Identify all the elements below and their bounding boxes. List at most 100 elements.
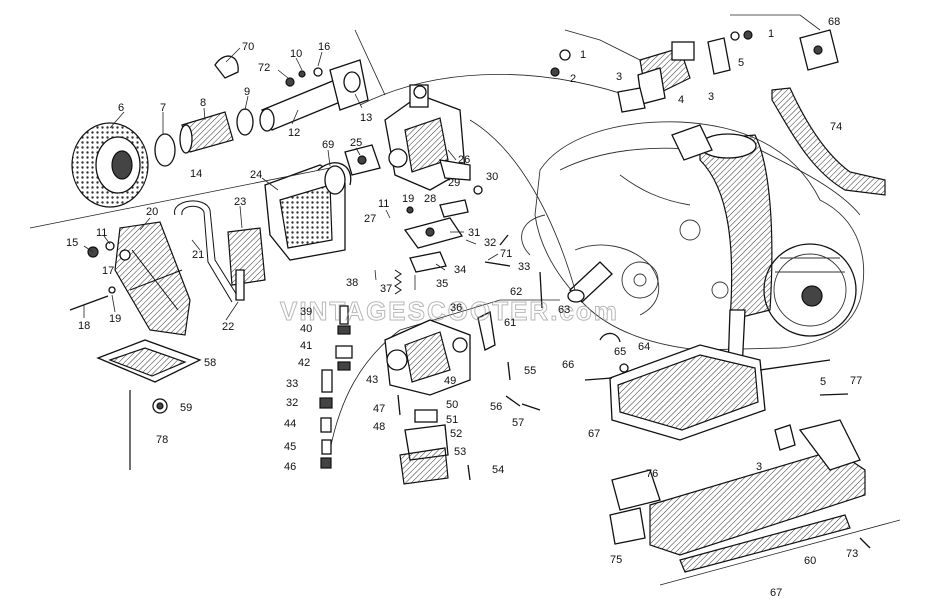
part-label-41: 41 — [300, 340, 312, 352]
part-label-71: 71 — [500, 248, 512, 260]
part-label-6: 6 — [118, 102, 124, 114]
part-label-22: 22 — [222, 321, 234, 333]
part-label-36: 36 — [450, 302, 462, 314]
screw-33-71 — [484, 234, 511, 267]
part-label-32-left: 32 — [286, 397, 298, 409]
small-screws-47-50-54-55-56-57 — [397, 361, 541, 481]
nuts-1-2-5 — [550, 30, 753, 77]
bolt-77 — [819, 393, 849, 396]
part-label-1-top-left: 1 — [580, 49, 586, 61]
small-nuts-10-16-72 — [285, 67, 323, 87]
part-label-34: 34 — [454, 264, 466, 276]
part-label-69: 69 — [322, 139, 334, 151]
part-label-28: 28 — [424, 193, 436, 205]
part-label-26: 26 — [458, 154, 470, 166]
part-label-33-left: 33 — [286, 378, 298, 390]
part-label-12: 12 — [288, 127, 300, 139]
part-label-13: 13 — [360, 112, 372, 124]
part-label-72: 72 — [258, 62, 270, 74]
watermark-text: VINTAGESCOOTER.com — [280, 296, 619, 326]
air-box-24 — [264, 162, 352, 261]
part-label-78: 78 — [156, 434, 168, 446]
bracket-plate-20 — [114, 221, 191, 336]
part-label-37: 37 — [380, 283, 392, 295]
part-label-11-top: 11 — [378, 198, 389, 210]
part-label-42: 42 — [298, 357, 310, 369]
part-label-49: 49 — [444, 375, 456, 387]
part-label-15: 15 — [66, 237, 78, 249]
part-label-25: 25 — [350, 137, 362, 149]
part-label-75: 75 — [610, 554, 622, 566]
bolt-59 — [152, 398, 168, 414]
rod-18 — [69, 295, 109, 311]
lever-29-30-28 — [406, 185, 483, 218]
part-label-67-muffler: 67 — [588, 428, 600, 440]
sleeve-8 — [179, 111, 234, 154]
part-label-67-bottom: 67 — [770, 587, 782, 599]
part-label-61: 61 — [504, 317, 516, 329]
gasket-7 — [154, 133, 176, 167]
part-label-43: 43 — [366, 374, 378, 386]
part-label-56: 56 — [490, 401, 502, 413]
bowl-52-53 — [399, 424, 449, 485]
cover-25 — [344, 144, 381, 176]
part-label-65: 65 — [614, 346, 626, 358]
part-label-35: 35 — [436, 278, 448, 290]
part-label-53: 53 — [454, 446, 466, 458]
part-label-60: 60 — [804, 555, 816, 567]
intake-tube-12 — [259, 59, 369, 132]
part-label-54: 54 — [492, 464, 504, 476]
part-label-20: 20 — [146, 206, 158, 218]
part-label-31: 31 — [468, 227, 480, 239]
part-label-39: 39 — [300, 306, 312, 318]
muffler-67 — [609, 344, 831, 441]
part-label-4: 4 — [678, 94, 684, 106]
part-label-14: 14 — [190, 168, 202, 180]
gasket-3c — [774, 424, 796, 451]
part-label-5-right: 5 — [820, 376, 826, 388]
bolt-66 — [584, 377, 613, 381]
part-label-57: 57 — [512, 417, 524, 429]
part-label-27: 27 — [364, 213, 376, 225]
air-filter-housing-6 — [71, 122, 149, 208]
tail-pipe-60 — [679, 514, 851, 573]
exhaust-downpipe — [671, 124, 773, 371]
label-leaders — [29, 47, 499, 321]
part-label-30: 30 — [486, 171, 498, 183]
part-label-18: 18 — [78, 320, 90, 332]
part-label-76: 76 — [646, 468, 658, 480]
part-label-47: 47 — [373, 403, 385, 415]
part-label-3-c: 3 — [756, 461, 762, 473]
part-label-59: 59 — [180, 402, 192, 414]
exhaust-pipe-74 — [771, 87, 886, 196]
part-label-9: 9 — [244, 86, 250, 98]
ring-9 — [236, 108, 254, 136]
part-label-32: 32 — [484, 237, 496, 249]
gasket-34 — [409, 251, 447, 273]
part-label-40: 40 — [300, 323, 312, 335]
part-label-17: 17 — [102, 265, 114, 277]
part-label-19-top: 19 — [402, 193, 414, 205]
part-label-7: 7 — [160, 102, 166, 114]
pipe-22 — [235, 269, 245, 301]
part-label-58: 58 — [204, 357, 216, 369]
silencer-body — [649, 419, 866, 556]
filter-mesh-23 — [227, 227, 266, 286]
part-label-45: 45 — [284, 441, 296, 453]
part-label-70: 70 — [242, 41, 254, 53]
part-label-29: 29 — [448, 177, 460, 189]
part-label-77: 77 — [850, 375, 862, 387]
part-label-21: 21 — [192, 249, 204, 261]
part-label-44: 44 — [284, 418, 296, 430]
bolt-62-63 — [539, 271, 543, 309]
hose-21 — [174, 200, 241, 303]
part-label-1-top-right: 1 — [768, 28, 774, 40]
flange-68 — [799, 29, 839, 71]
carb-body-main — [384, 319, 471, 396]
part-label-48: 48 — [373, 421, 385, 433]
part-label-16: 16 — [318, 41, 330, 53]
part-label-62: 62 — [510, 286, 522, 298]
part-label-24: 24 — [250, 169, 262, 181]
